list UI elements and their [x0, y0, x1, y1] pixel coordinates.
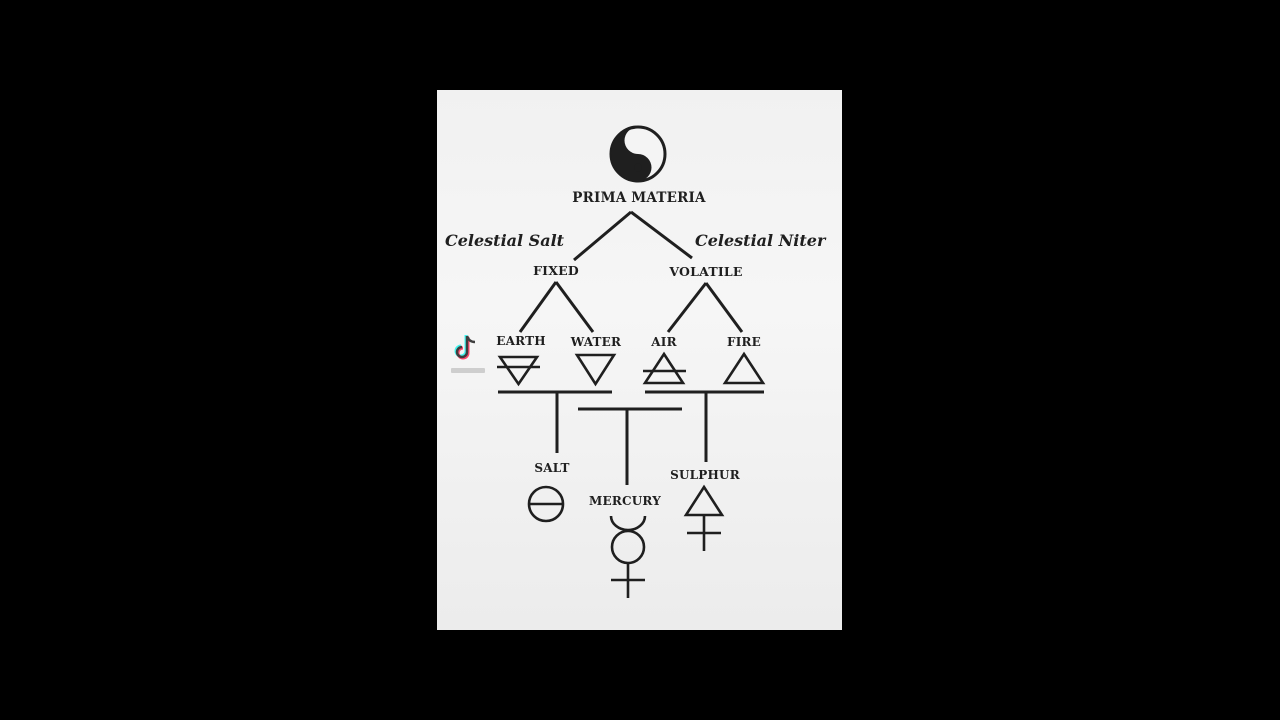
fire-triangle-icon	[722, 351, 766, 385]
connector-volatile-air	[666, 282, 708, 333]
yin-yang-icon	[609, 125, 667, 183]
air-triangle-icon	[642, 351, 686, 385]
salt-symbol-icon	[527, 485, 565, 523]
left-annotation: Celestial Salt	[445, 231, 565, 250]
connector-fixed-earth	[518, 281, 558, 333]
right-annotation: Celestial Niter	[695, 231, 826, 250]
earth-triangle-icon	[497, 355, 540, 387]
connector-volatile-fire	[704, 282, 744, 333]
salt-label: SALT	[534, 461, 570, 475]
air-label: AIR	[651, 335, 677, 349]
fixed-label: FIXED	[533, 263, 579, 278]
mercury-symbol-icon	[609, 515, 647, 598]
water-triangle-icon	[574, 353, 617, 387]
fire-label: FIRE	[726, 335, 762, 349]
connector-fixed-water	[554, 281, 595, 333]
sulphur-symbol-icon	[683, 484, 725, 551]
sulphur-label: SULPHUR	[670, 468, 740, 482]
mercury-label: MERCURY	[589, 494, 661, 508]
tiktok-logo-icon	[451, 335, 485, 373]
earth-label: EARTH	[496, 334, 546, 348]
root-label: PRIMA MATERIA	[572, 190, 706, 206]
water-label: WATER	[570, 335, 622, 349]
connector-root-volatile	[630, 210, 693, 260]
volatile-label: VOLATILE	[669, 264, 743, 279]
connector-root-fixed	[573, 210, 632, 262]
